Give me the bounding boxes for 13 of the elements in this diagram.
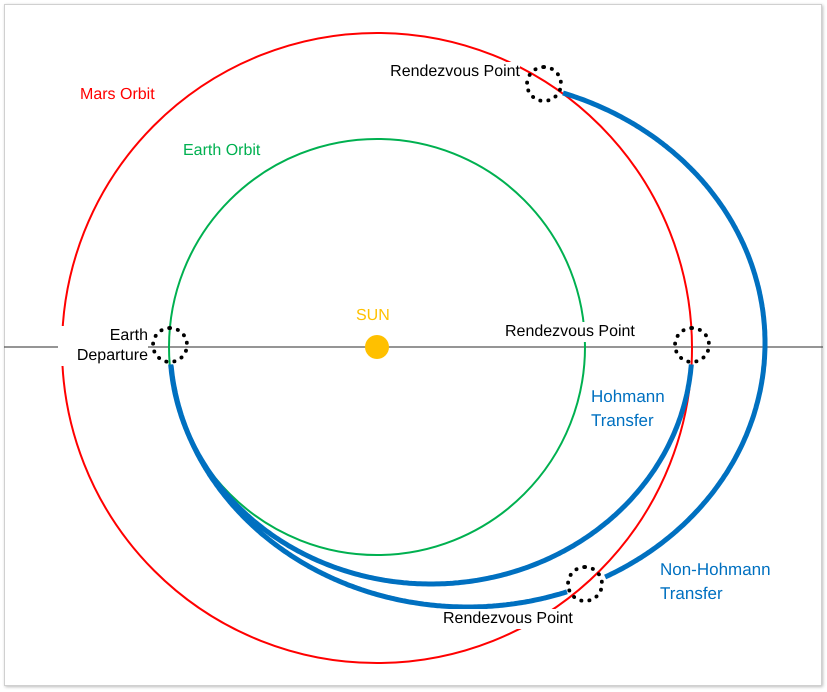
orbit-label: Mars Orbit: [80, 85, 155, 105]
dotted-circle-marker: [525, 65, 563, 103]
point-label: Earth Departure: [58, 326, 148, 366]
point-label: Rendezvous Point: [505, 322, 635, 342]
transfer-label: Hohmann Transfer: [591, 386, 666, 432]
orbit-label: Earth Orbit: [183, 141, 260, 161]
sun-circle: [365, 335, 389, 359]
dotted-circle-marker: [566, 565, 604, 603]
transfer-orbit-arc: [562, 90, 768, 580]
transfer-orbit-arc: [168, 364, 568, 610]
transfer-label: Non-Hohmann Transfer: [660, 559, 772, 605]
point-label: Rendezvous Point: [443, 609, 573, 629]
dotted-circle-marker: [673, 326, 711, 364]
